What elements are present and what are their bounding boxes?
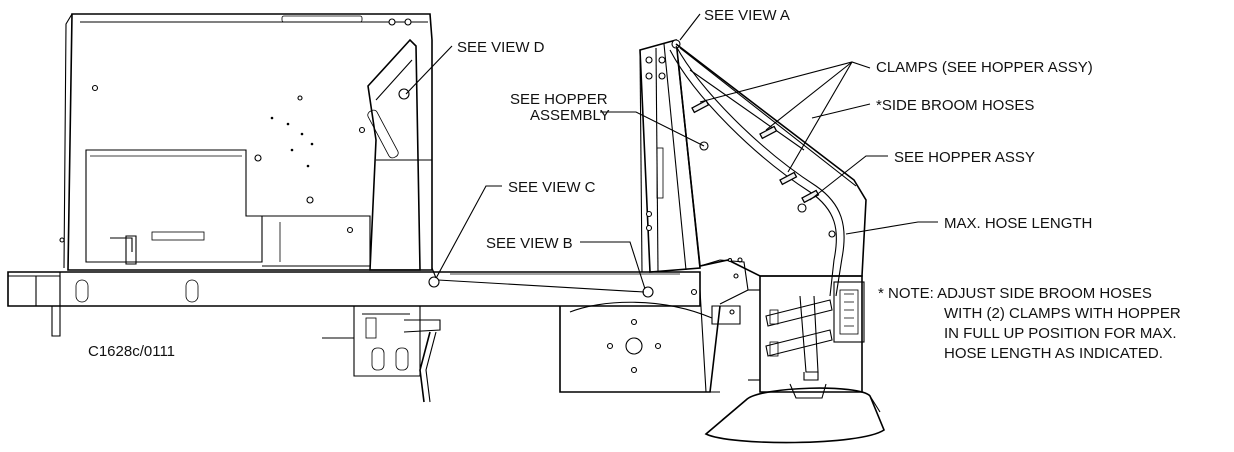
max-hose-length-label: MAX. HOSE LENGTH	[944, 215, 1092, 232]
see-view-a-label: SEE VIEW A	[704, 7, 790, 24]
clamps-label: CLAMPS (SEE HOPPER ASSY)	[876, 59, 1093, 76]
note-line-2: WITH (2) CLAMPS WITH HOPPER	[944, 305, 1181, 322]
note-line-4: HOSE LENGTH AS INDICATED.	[944, 345, 1163, 362]
drawing-id: C1628c/0111	[88, 343, 175, 360]
side-broom-assembly	[704, 275, 885, 444]
note-line-3: IN FULL UP POSITION FOR MAX.	[944, 325, 1177, 342]
see-view-c-label: SEE VIEW C	[508, 179, 596, 196]
rear-frame-body	[59, 13, 433, 271]
see-hopper-assembly-label-line2: ASSEMBLY	[530, 107, 610, 124]
chassis-rail	[7, 271, 701, 403]
side-broom-hoses-label: *SIDE BROOM HOSES	[876, 97, 1034, 114]
hose-clamps	[691, 99, 820, 204]
see-view-b-label: SEE VIEW B	[486, 235, 573, 252]
note-line-1: * NOTE: ADJUST SIDE BROOM HOSES	[878, 285, 1152, 302]
see-hopper-assembly-label-line1: SEE HOPPER	[510, 91, 608, 108]
see-hopper-assy-label: SEE HOPPER ASSY	[894, 149, 1035, 166]
see-view-d-label: SEE VIEW D	[457, 39, 545, 56]
adjustment-note: * NOTE: ADJUST SIDE BROOM HOSES WITH (2)…	[878, 285, 1181, 362]
leader-lines	[405, 13, 938, 293]
